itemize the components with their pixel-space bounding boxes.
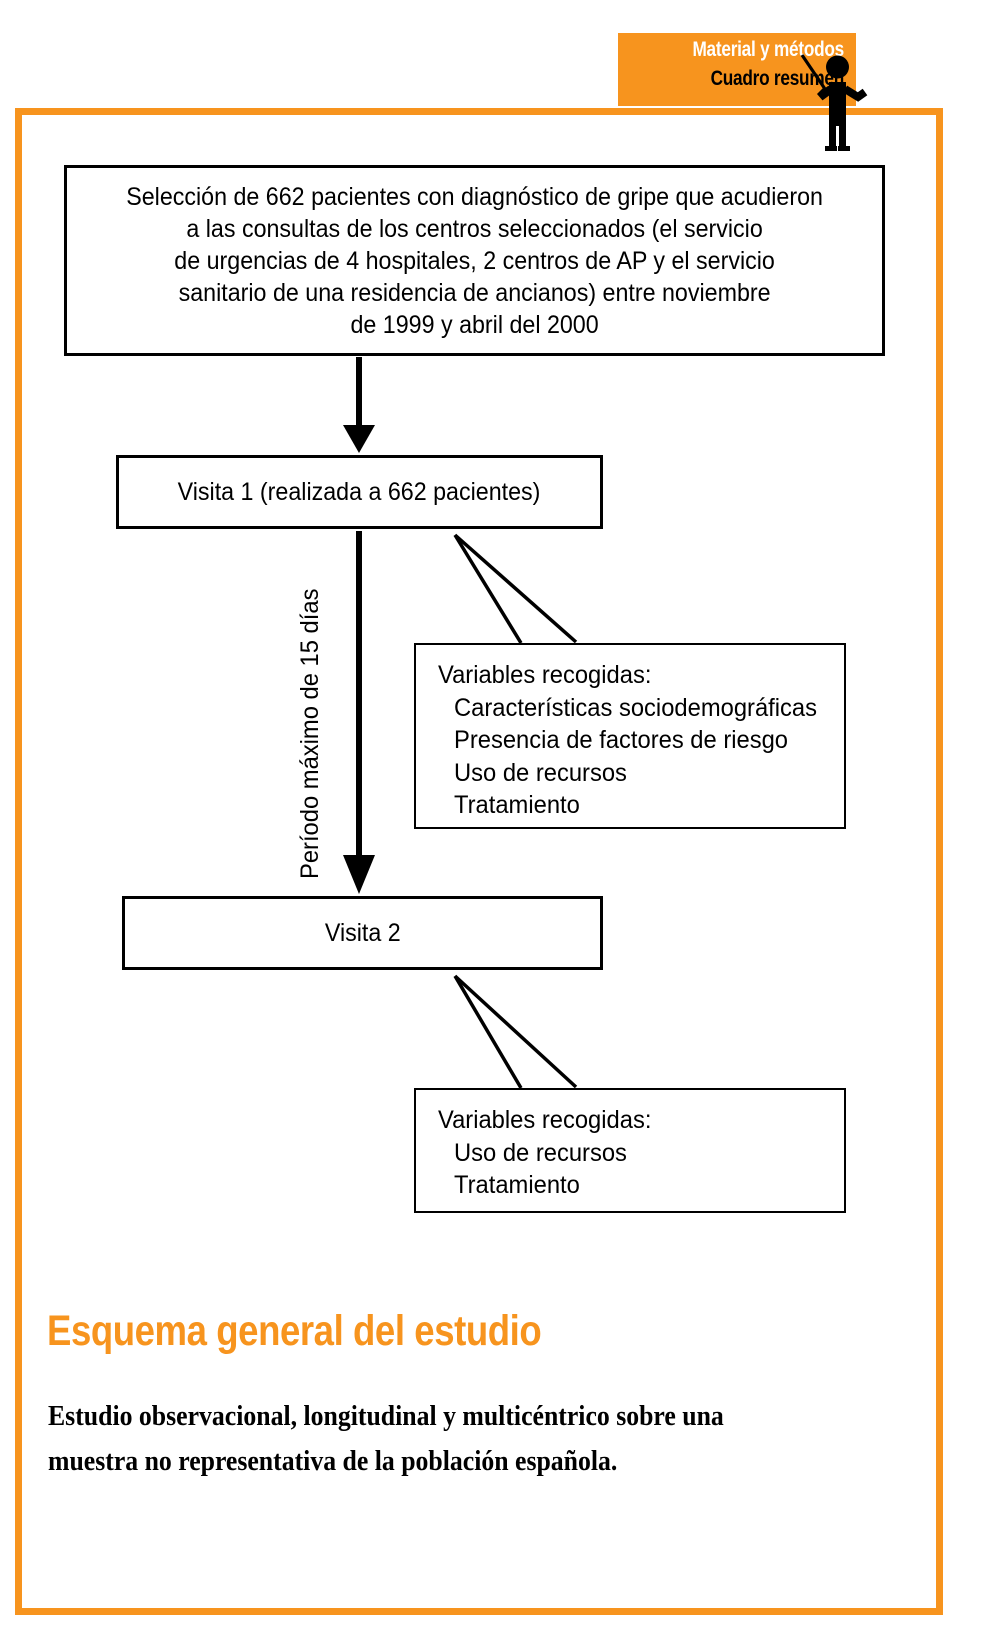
figure-right-foot xyxy=(838,146,850,151)
variables-box-visita1-heading: Variables recogidas: xyxy=(438,661,652,689)
section-banner: Material y métodos Cuadro resumen xyxy=(618,33,856,106)
presenter-stick-figure-icon xyxy=(800,54,868,151)
variables-box-visita2-heading: Variables recogidas: xyxy=(438,1106,652,1134)
selection-line-1: Selección de 662 pacientes con diagnósti… xyxy=(126,182,823,211)
selection-box-text: Selección de 662 pacientes con diagnósti… xyxy=(126,181,823,341)
figure-right-leg xyxy=(839,120,846,150)
list-item: Tratamiento xyxy=(454,1171,580,1199)
selection-line-4: sanitario de una residencia de ancianos)… xyxy=(178,278,771,307)
list-item: Uso de recursos xyxy=(454,758,627,787)
orange-page-frame xyxy=(15,108,943,1615)
pointer-stick-icon xyxy=(800,54,827,90)
variables-box-visita2: Variables recogidas: Uso de recursos Tra… xyxy=(414,1088,846,1213)
figure-left-arm xyxy=(816,85,834,101)
variables-box-visita1: Variables recogidas: Características soc… xyxy=(414,643,846,829)
banner-title-line2: Cuadro resumen xyxy=(710,67,845,90)
visita2-box: Visita 2 xyxy=(122,896,603,970)
selection-box: Selección de 662 pacientes con diagnósti… xyxy=(64,165,885,356)
visita1-box: Visita 1 (realizada a 662 pacientes) xyxy=(116,455,603,529)
figure-left-foot xyxy=(825,146,837,151)
banner-title-line1: Material y métodos xyxy=(692,38,844,61)
figure-right-arm xyxy=(842,85,868,102)
list-item: Tratamiento xyxy=(454,791,580,819)
list-item: Uso de recursos xyxy=(454,1138,627,1167)
caption-title: Esquema general del estudio xyxy=(47,1307,542,1355)
selection-line-3: de urgencias de 4 hospitales, 2 centros … xyxy=(174,246,775,275)
visita1-label: Visita 1 (realizada a 662 pacientes) xyxy=(178,477,541,506)
list-item: Características sociodemográficas xyxy=(454,693,817,722)
figure-head xyxy=(826,55,849,79)
caption-body: Estudio observacional, longitudinal y mu… xyxy=(48,1395,858,1485)
variables-box-visita1-list: Características sociodemográficas Presen… xyxy=(438,692,844,822)
figure-torso xyxy=(829,82,846,126)
selection-line-2: a las consultas de los centros seleccion… xyxy=(186,214,763,243)
figure-left-leg xyxy=(829,120,836,150)
selection-line-5: de 1999 y abril del 2000 xyxy=(350,310,599,339)
variables-box-visita2-list: Uso de recursos Tratamiento xyxy=(438,1137,844,1202)
caption-body-line2: muestra no representativa de la població… xyxy=(48,1445,618,1477)
visita2-label: Visita 2 xyxy=(324,918,401,947)
period-label: Período máximo de 15 días xyxy=(296,588,324,879)
list-item: Presencia de factores de riesgo xyxy=(454,726,789,754)
caption-body-line1: Estudio observacional, longitudinal y mu… xyxy=(48,1401,724,1432)
